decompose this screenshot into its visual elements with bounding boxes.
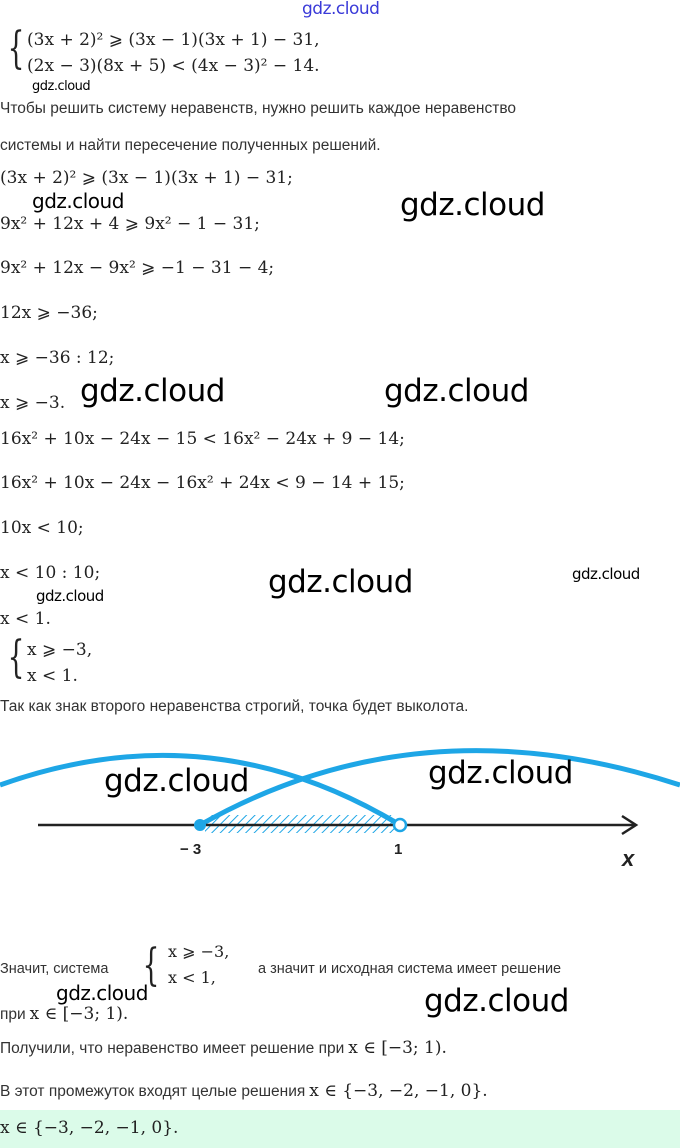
watermark: gdz.cloud (400, 187, 545, 223)
conclusion-line-2: при x ∈ [−3; 1). (0, 1004, 128, 1025)
text: при (0, 1006, 26, 1023)
step: 16x² + 10x − 24x − 15 < 16x² − 24x + 9 −… (0, 429, 405, 449)
math: x ∈ [−3; 1). (348, 1038, 447, 1058)
math: x ∈ {−3, −2, −1, 0}. (309, 1081, 488, 1101)
step: x ⩾ −3. (0, 393, 66, 413)
result-line-2: x < 1. (27, 666, 78, 686)
watermark: gdz.cloud (572, 565, 640, 583)
step: 10x < 10; (0, 518, 84, 538)
step: 9x² + 12x − 9x² ⩾ −1 − 31 − 4; (0, 258, 275, 278)
watermark: gdz.cloud (424, 983, 569, 1019)
step: x < 10 : 10; (0, 563, 101, 583)
text: Получили, что неравенство имеет решение … (0, 1040, 345, 1057)
system-line-1: (3x + 2)² ⩾ (3x − 1)(3x + 1) − 31, (27, 30, 320, 50)
step: x < 1. (0, 609, 51, 629)
result-line-1: x ⩾ −3, (27, 640, 93, 660)
intro-text-2: системы и найти пересечение полученных р… (0, 137, 381, 154)
conclusion-sys-2: x < 1, (168, 968, 216, 987)
axis-label-x: x (621, 846, 635, 871)
open-point (392, 817, 408, 833)
answer-box: x ∈ {−3, −2, −1, 0}. (0, 1110, 680, 1148)
watermark: gdz.cloud (384, 373, 529, 409)
system-brace: { (142, 940, 160, 991)
arc-right (198, 748, 680, 828)
watermark: gdz.cloud (428, 755, 573, 791)
math: x ∈ [−3; 1). (29, 1004, 129, 1024)
axis-arrow-icon (621, 814, 639, 836)
arc-left (0, 752, 402, 828)
step: 16x² + 10x − 24x − 16x² + 24x < 9 − 14 +… (0, 473, 405, 493)
watermark: gdz.cloud (80, 373, 225, 409)
watermark: gdz.cloud (56, 981, 148, 1005)
intro-text-1: Чтобы решить систему неравенств, нужно р… (0, 100, 517, 117)
label-minus-3: − 3 (180, 841, 201, 858)
answer-text: x ∈ {−3, −2, −1, 0}. (0, 1118, 179, 1138)
watermark: gdz.cloud (32, 79, 91, 94)
step: 9x² + 12x + 4 ⩾ 9x² − 1 − 31; (0, 214, 260, 234)
strict-text: Так как знак второго неравенства строгий… (0, 698, 469, 715)
label-1: 1 (394, 841, 402, 858)
watermark: gdz.cloud (302, 0, 380, 19)
step: 12x ⩾ −36; (0, 303, 98, 323)
number-line-diagram: − 3 1 x (0, 748, 680, 871)
text: В этот промежуток входят целые решения (0, 1083, 306, 1100)
integer-line: В этот промежуток входят целые решения x… (0, 1081, 488, 1102)
system-line-2: (2x − 3)(8x + 5) < (4x − 3)² − 14. (27, 56, 320, 76)
watermark: gdz.cloud (268, 564, 413, 600)
step: x ⩾ −36 : 12; (0, 348, 115, 368)
conclusion-suffix: а значит и исходная система имеет решени… (258, 961, 562, 977)
got-line: Получили, что неравенство имеет решение … (0, 1038, 447, 1059)
watermark: gdz.cloud (104, 763, 249, 799)
filled-point (194, 819, 206, 831)
watermark: gdz.cloud (36, 587, 104, 605)
step: (3x + 2)² ⩾ (3x − 1)(3x + 1) − 31; (0, 168, 293, 188)
conclusion-prefix: Значит, система (0, 961, 109, 977)
system-brace: { (7, 632, 25, 683)
system-brace: { (7, 23, 25, 74)
conclusion-sys-1: x ⩾ −3, (168, 942, 230, 961)
watermark: gdz.cloud (32, 189, 124, 213)
